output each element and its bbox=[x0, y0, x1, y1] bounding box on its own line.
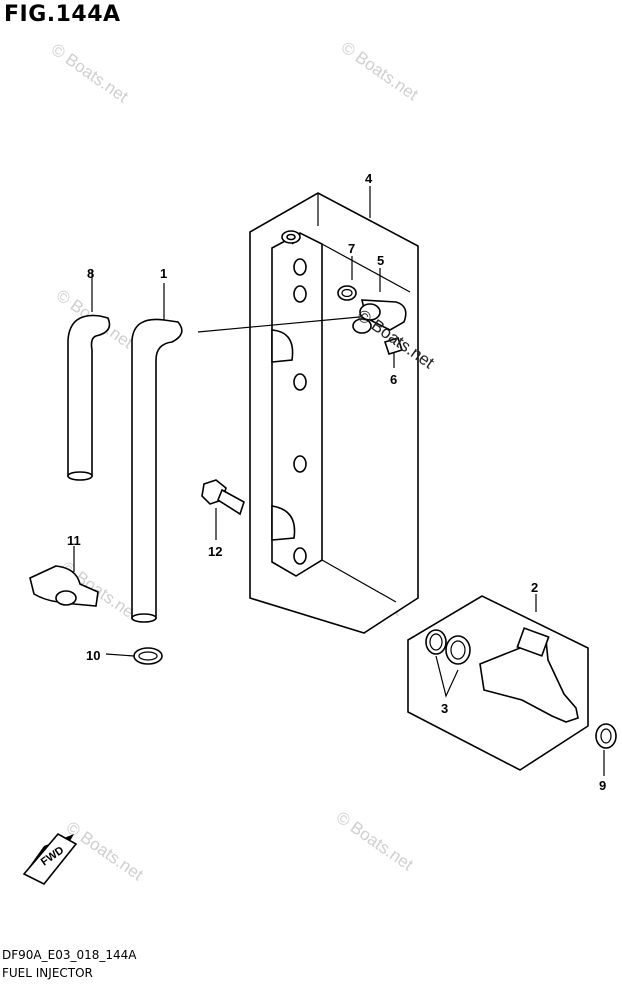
hose-clip bbox=[105, 647, 163, 665]
long-hose bbox=[131, 283, 183, 623]
forward-direction-badge: FWD bbox=[22, 832, 78, 886]
watermark: © Boats.net bbox=[338, 38, 422, 105]
watermark: © Boats.net bbox=[333, 808, 417, 875]
callout-6: 6 bbox=[390, 372, 397, 387]
watermark: © Boats.net bbox=[63, 818, 147, 885]
callouts: 1 2 3 4 5 6 7 8 9 10 11 12 bbox=[67, 171, 606, 793]
diagram-name: FUEL INJECTOR bbox=[2, 966, 93, 980]
callout-5: 5 bbox=[377, 253, 384, 268]
callout-8: 8 bbox=[87, 266, 94, 281]
watermark: © Boats.net bbox=[48, 40, 132, 107]
callout-4: 4 bbox=[365, 171, 373, 186]
short-hose bbox=[67, 270, 111, 481]
callout-10: 10 bbox=[86, 648, 100, 663]
callout-9: 9 bbox=[599, 778, 606, 793]
callout-1: 1 bbox=[160, 266, 167, 281]
callout-2: 2 bbox=[531, 580, 538, 595]
bolt bbox=[201, 479, 245, 540]
diagram-code: DF90A_E03_018_144A bbox=[2, 948, 137, 962]
callout-3: 3 bbox=[441, 701, 448, 716]
callout-7: 7 bbox=[348, 241, 355, 256]
pressure-fitting-group bbox=[337, 285, 407, 355]
fuel-rail-bracket bbox=[197, 186, 419, 634]
figure-title: FIG.144A bbox=[4, 2, 121, 27]
injector-kit bbox=[407, 594, 617, 776]
callout-12: 12 bbox=[208, 544, 222, 559]
hose-clamp-bracket bbox=[29, 546, 99, 607]
callout-11: 11 bbox=[67, 533, 81, 548]
